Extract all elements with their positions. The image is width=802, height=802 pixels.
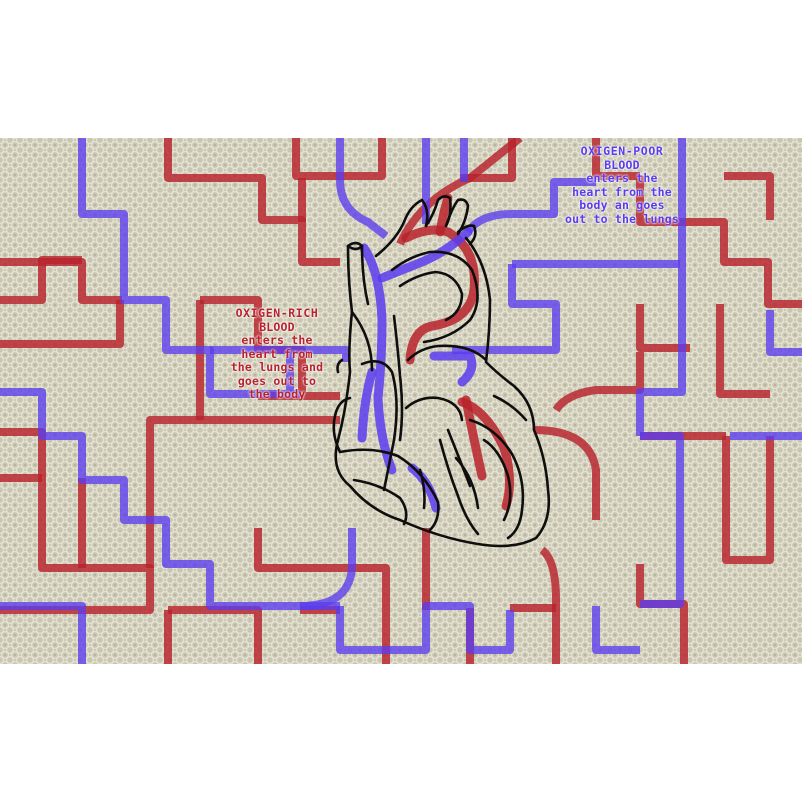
oxygen-poor-caption: OXIGEN-POOR BLOOD enters the heart from … <box>560 144 684 226</box>
oxygen-rich-line: BLOOD <box>259 319 295 334</box>
heart-circulation-poster <box>0 138 802 664</box>
oxygen-poor-line: out to the lungs <box>565 211 679 226</box>
oxygen-rich-line: the lungs and <box>230 360 324 374</box>
oxygen-rich-line: heart from <box>241 346 313 361</box>
poster-canvas <box>0 138 802 664</box>
oxygen-rich-caption: OXIGEN-RICH BLOOD enters the heart from … <box>218 306 336 402</box>
oxygen-rich-line: the body <box>248 387 306 401</box>
oxygen-poor-heading: OXIGEN-POOR <box>580 144 664 158</box>
oxygen-rich-line: goes out to <box>237 373 317 388</box>
oxygen-poor-line: BLOOD <box>604 157 640 172</box>
oxygen-poor-line: heart from the <box>572 184 672 199</box>
oxygen-rich-heading: OXIGEN-RICH <box>235 306 319 320</box>
oxygen-poor-vessels <box>0 138 802 664</box>
oxygen-rich-line: enters the <box>241 333 313 347</box>
oxygen-poor-line: enters the <box>586 171 658 185</box>
oxygen-poor-line: body an goes <box>579 198 665 212</box>
heart-icon <box>332 193 551 548</box>
